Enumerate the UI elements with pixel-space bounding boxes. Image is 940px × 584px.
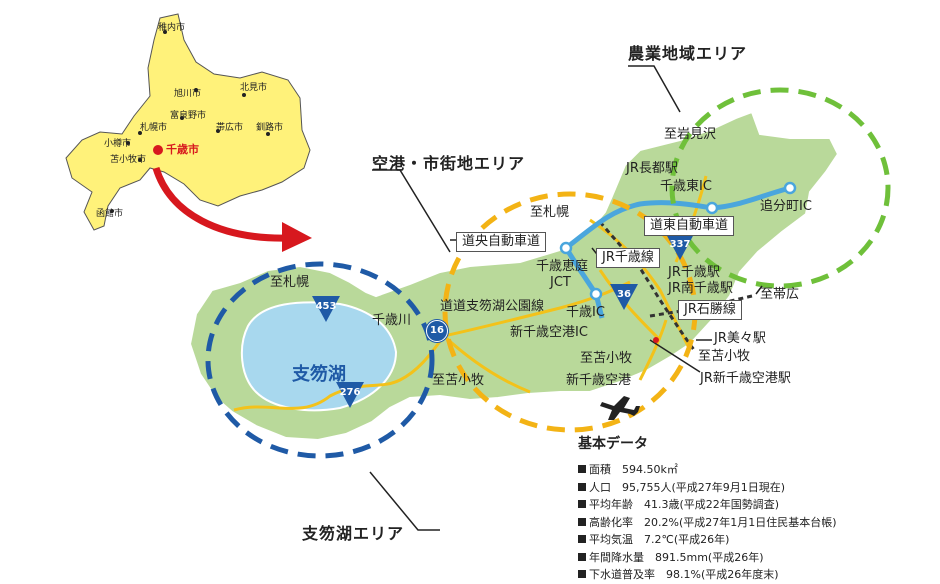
lake-area-title: 支笏湖エリア <box>302 524 405 543</box>
label-to-tomakomai-east: 至苫小牧 <box>698 349 751 364</box>
route-276-shield: 276 <box>336 382 364 408</box>
label-chitose-ic: 千歳IC <box>566 305 605 320</box>
label-oiwake-ic: 追分町IC <box>760 199 812 214</box>
agri-area-title: 農業地域エリア <box>628 44 748 63</box>
route-36-shield: 36 <box>610 284 638 310</box>
locator-arrow <box>152 166 291 242</box>
label-to-sapporo-west: 至札幌 <box>270 275 310 290</box>
bullet-square-icon <box>578 570 586 578</box>
lake-shikotsu-label: 支笏湖 <box>292 364 346 385</box>
city-tomakomai: 苫小牧市 <box>110 155 147 165</box>
city-hakodate: 函館市 <box>96 209 124 219</box>
basic-data-row: 人口 95,755人(平成27年9月1日現在) <box>578 479 837 497</box>
label-doto-expressway: 道東自動車道 <box>644 216 735 237</box>
city-otaru: 小樽市 <box>104 139 132 149</box>
label-new-airport-ic: 新千歳空港IC <box>510 325 588 340</box>
city-chitose-highlight: 千歳市 <box>166 143 199 156</box>
basic-data-row: 平均気温 7.2℃(平成26年) <box>578 531 837 549</box>
label-to-iwamizawa: 至岩見沢 <box>664 127 717 142</box>
city-kushiro: 釧路市 <box>256 123 284 133</box>
city-sapporo: 札幌市 <box>140 123 168 133</box>
label-chitose-higashi-ic: 千歳東IC <box>660 179 712 194</box>
route-337-shield: 337 <box>666 234 694 260</box>
locator-arrow-head <box>282 222 312 252</box>
city-asahikawa: 旭川市 <box>174 89 202 99</box>
basic-data-row: 面積 594.50k㎡ <box>578 461 837 479</box>
label-jr-chitose-line: JR千歳線 <box>596 248 660 269</box>
basic-data-panel: 基本データ 面積 594.50k㎡ 人口 95,755人(平成27年9月1日現在… <box>578 433 837 584</box>
label-jr-minami-chitose: JR南千歳駅 <box>668 281 733 296</box>
basic-data-row: 年間降水量 891.5mm(平成26年) <box>578 549 837 567</box>
city-wakkanai: 稚内市 <box>158 23 186 33</box>
agri-area-ring <box>669 87 891 289</box>
bullet-square-icon <box>578 535 586 543</box>
bullet-square-icon <box>578 517 586 526</box>
interchange-points <box>559 181 797 301</box>
basic-data-row: 平均年齢 41.3歳(平成22年国勢調査) <box>578 496 837 514</box>
hokkaido-city-dots <box>110 30 270 213</box>
label-jr-chitose: JR千歳駅 <box>668 265 720 280</box>
expressways <box>563 185 791 319</box>
label-new-chitose-airport: 新千歳空港 <box>566 373 632 388</box>
basic-data-title: 基本データ <box>578 436 648 452</box>
label-jr-new-airport-station: JR新千歳空港駅 <box>700 371 791 386</box>
city-obihiro: 帯広市 <box>216 123 244 133</box>
leader-lines <box>369 65 763 531</box>
airplane-icon <box>600 396 640 420</box>
route-16-shield: 16 <box>426 320 448 342</box>
jr-new-airport-station-dot <box>653 337 659 343</box>
basic-data-row: 高齢化率 20.2%(平成27年1月1日住民基本台帳) <box>578 514 837 532</box>
bullet-square-icon <box>578 500 586 508</box>
lake-area-ring <box>205 261 435 459</box>
bullet-square-icon <box>578 552 586 561</box>
city-kitami: 北見市 <box>240 83 268 93</box>
label-jr-osatsu: JR長都駅 <box>626 161 678 176</box>
bullet-square-icon <box>578 465 586 473</box>
route-453-shield: 453 <box>312 296 340 322</box>
basic-data-row: 下水道普及率 98.1%(平成26年度末) <box>578 566 837 584</box>
chitose-marker <box>153 145 163 155</box>
label-doo-expressway: 道央自動車道 <box>456 232 547 253</box>
label-jr-sekisho-line: JR石勝線 <box>678 300 742 321</box>
label-jct: JCT <box>550 275 571 290</box>
label-jr-bibi: JR美々駅 <box>714 331 766 346</box>
label-to-tomakomai-center: 至苫小牧 <box>580 351 633 366</box>
label-to-sapporo-center: 至札幌 <box>530 205 570 220</box>
hokkaido-island <box>65 13 311 231</box>
label-road-shikotsu-park: 道道支笏湖公園線 <box>440 299 545 314</box>
label-to-tomakomai-west: 至苫小牧 <box>432 373 485 388</box>
city-furano: 富良野市 <box>170 111 207 121</box>
airport-area-title: 空港・市街地エリア <box>372 154 526 173</box>
label-to-obihiro: 至帯広 <box>760 287 800 302</box>
bullet-square-icon <box>578 482 586 491</box>
label-chitose-river: 千歳川 <box>372 313 412 328</box>
label-chitose-eniwa: 千歳恵庭 <box>536 259 589 274</box>
